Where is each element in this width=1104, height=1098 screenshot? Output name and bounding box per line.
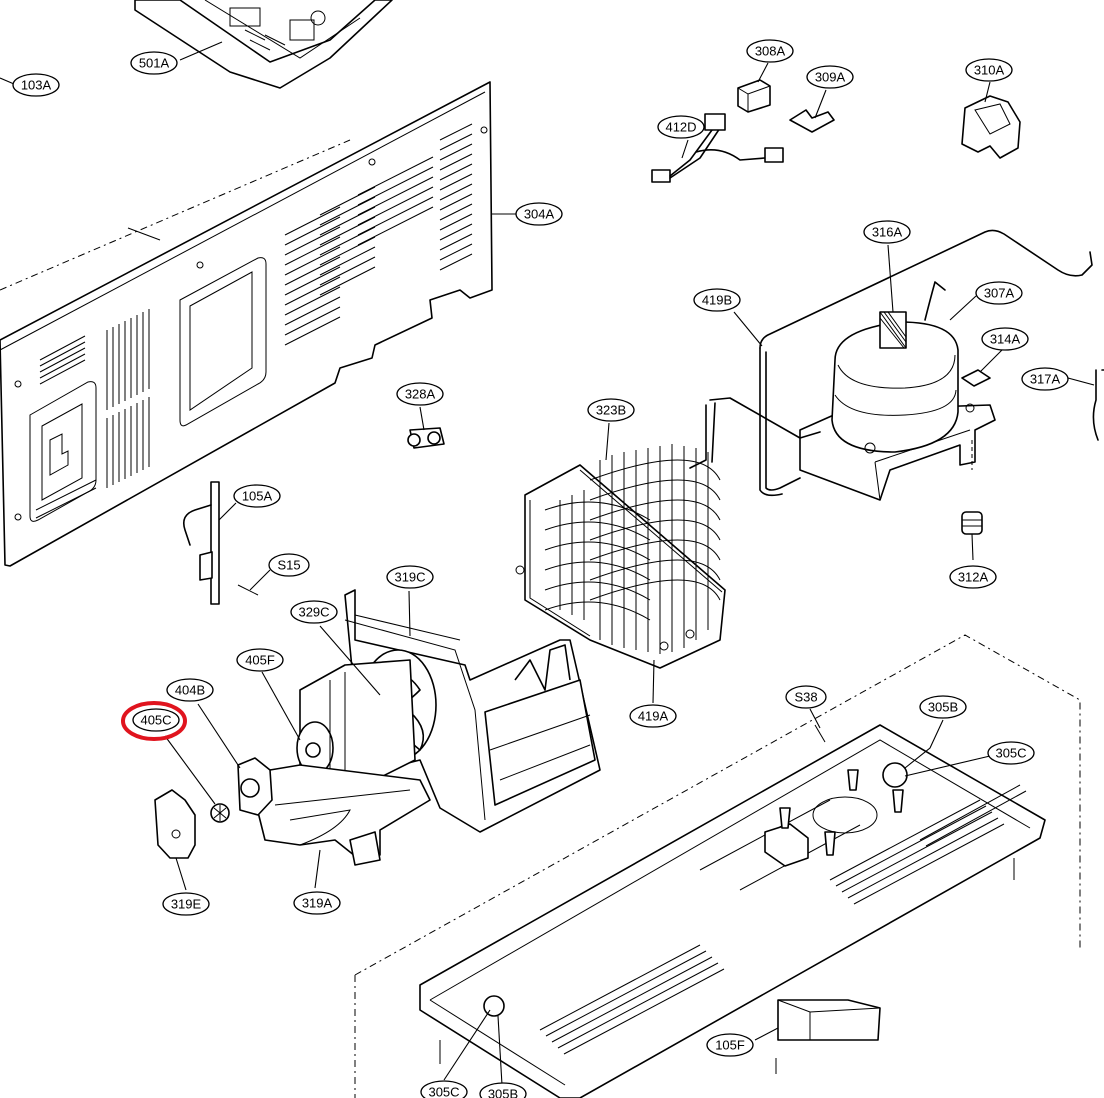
callout-419A[interactable]: 419A [629, 704, 677, 728]
callout-103A[interactable]: 103A [12, 73, 60, 97]
svg-text:305C: 305C [428, 1085, 459, 1098]
condenser-part [515, 444, 726, 669]
leader-lines [0, 41, 1095, 1086]
motor-cover-part [154, 789, 196, 859]
svg-text:405F: 405F [245, 653, 275, 668]
svg-text:317A: 317A [1030, 372, 1061, 387]
callout-319E[interactable]: 319E [162, 892, 210, 916]
dash-line-a [0, 139, 351, 291]
svg-text:305B: 305B [488, 1087, 518, 1098]
svg-text:304A: 304A [524, 207, 555, 222]
clip-part [789, 109, 835, 133]
base-dashed-box [354, 634, 1081, 1098]
callout-328A[interactable]: 328A [396, 382, 444, 406]
screw-s38 [814, 724, 826, 743]
callout-S15[interactable]: S15 [268, 553, 310, 577]
svg-text:405C: 405C [140, 713, 171, 728]
svg-text:319E: 319E [171, 897, 202, 912]
motor-mount-part [237, 757, 273, 816]
cover-part [961, 95, 1021, 159]
svg-text:412D: 412D [665, 120, 696, 135]
svg-text:105F: 105F [715, 1038, 745, 1053]
svg-text:314A: 314A [990, 332, 1021, 347]
fan-shroud-part [344, 589, 601, 833]
svg-text:323B: 323B [596, 403, 626, 418]
svg-text:404B: 404B [175, 683, 205, 698]
callout-404B[interactable]: 404B [166, 678, 214, 702]
control-board-part [134, 0, 393, 89]
drain-pipe-part [182, 481, 220, 605]
callout-308A[interactable]: 308A [746, 39, 794, 63]
back-cover-panel-part [0, 81, 493, 567]
svg-text:305B: 305B [928, 700, 958, 715]
callout-305C[interactable]: 305C [987, 741, 1035, 765]
relay-clip-part [961, 369, 991, 387]
motor-bracket-part [254, 764, 431, 866]
callout-305C-bottom[interactable]: 305C [420, 1080, 468, 1098]
spacer-part [407, 427, 445, 449]
svg-text:105A: 105A [242, 489, 273, 504]
washer-part [210, 803, 230, 823]
cover-105f-part [777, 999, 881, 1041]
grommet-part [961, 511, 983, 535]
callout-405F[interactable]: 405F [236, 648, 284, 672]
svg-text:307A: 307A [984, 286, 1015, 301]
callout-412D[interactable]: 412D [657, 115, 705, 139]
callout-501A[interactable]: 501A [130, 51, 178, 75]
callout-312A[interactable]: 312A [949, 565, 997, 589]
callout-305B-bottom[interactable]: 305B [479, 1082, 527, 1098]
callout-304A[interactable]: 304A [515, 202, 563, 226]
svg-text:419B: 419B [702, 293, 732, 308]
callout-405C[interactable]: 405C [132, 708, 180, 732]
svg-text:501A: 501A [139, 56, 170, 71]
svg-text:419A: 419A [638, 709, 669, 724]
highlight-ring-405C [121, 701, 187, 741]
svg-text:316A: 316A [872, 225, 903, 240]
callout-314A[interactable]: 314A [981, 327, 1029, 351]
callout-S38[interactable]: S38 [785, 685, 827, 709]
suction-tube-part [689, 397, 821, 469]
bracket-part [1092, 369, 1104, 441]
svg-text:310A: 310A [974, 63, 1005, 78]
svg-text:308A: 308A [755, 44, 786, 59]
callout-309A[interactable]: 309A [806, 65, 854, 89]
svg-text:309A: 309A [815, 70, 846, 85]
svg-text:319A: 319A [302, 896, 333, 911]
callout-323B[interactable]: 323B [587, 398, 635, 422]
callout-319A[interactable]: 319A [293, 891, 341, 915]
svg-text:103A: 103A [21, 78, 52, 93]
svg-text:305C: 305C [995, 746, 1026, 761]
svg-text:319C: 319C [394, 570, 425, 585]
callout-105A[interactable]: 105A [233, 484, 281, 508]
svg-text:329C: 329C [298, 605, 329, 620]
screw-s15 [237, 584, 259, 596]
wire-harness-part [651, 113, 784, 183]
callout-329C[interactable]: 329C [290, 600, 338, 624]
callout-307A[interactable]: 307A [975, 281, 1023, 305]
svg-text:312A: 312A [958, 570, 989, 585]
compressor-part [799, 281, 996, 501]
callout-419B[interactable]: 419B [693, 288, 741, 312]
svg-text:S38: S38 [794, 690, 817, 705]
screw-304a [127, 227, 161, 241]
callout-310A[interactable]: 310A [965, 58, 1013, 82]
callout-105F[interactable]: 105F [706, 1033, 754, 1057]
callout-317A[interactable]: 317A [1021, 367, 1069, 391]
fan-motor-part [296, 659, 416, 791]
svg-text:328A: 328A [405, 387, 436, 402]
base-plate-part [419, 724, 1046, 1098]
callout-316A[interactable]: 316A [863, 220, 911, 244]
callout-319C[interactable]: 319C [386, 565, 434, 589]
callout-305B[interactable]: 305B [919, 695, 967, 719]
discharge-tube-part [759, 229, 1093, 349]
relay-part [737, 79, 771, 113]
svg-text:S15: S15 [277, 558, 300, 573]
